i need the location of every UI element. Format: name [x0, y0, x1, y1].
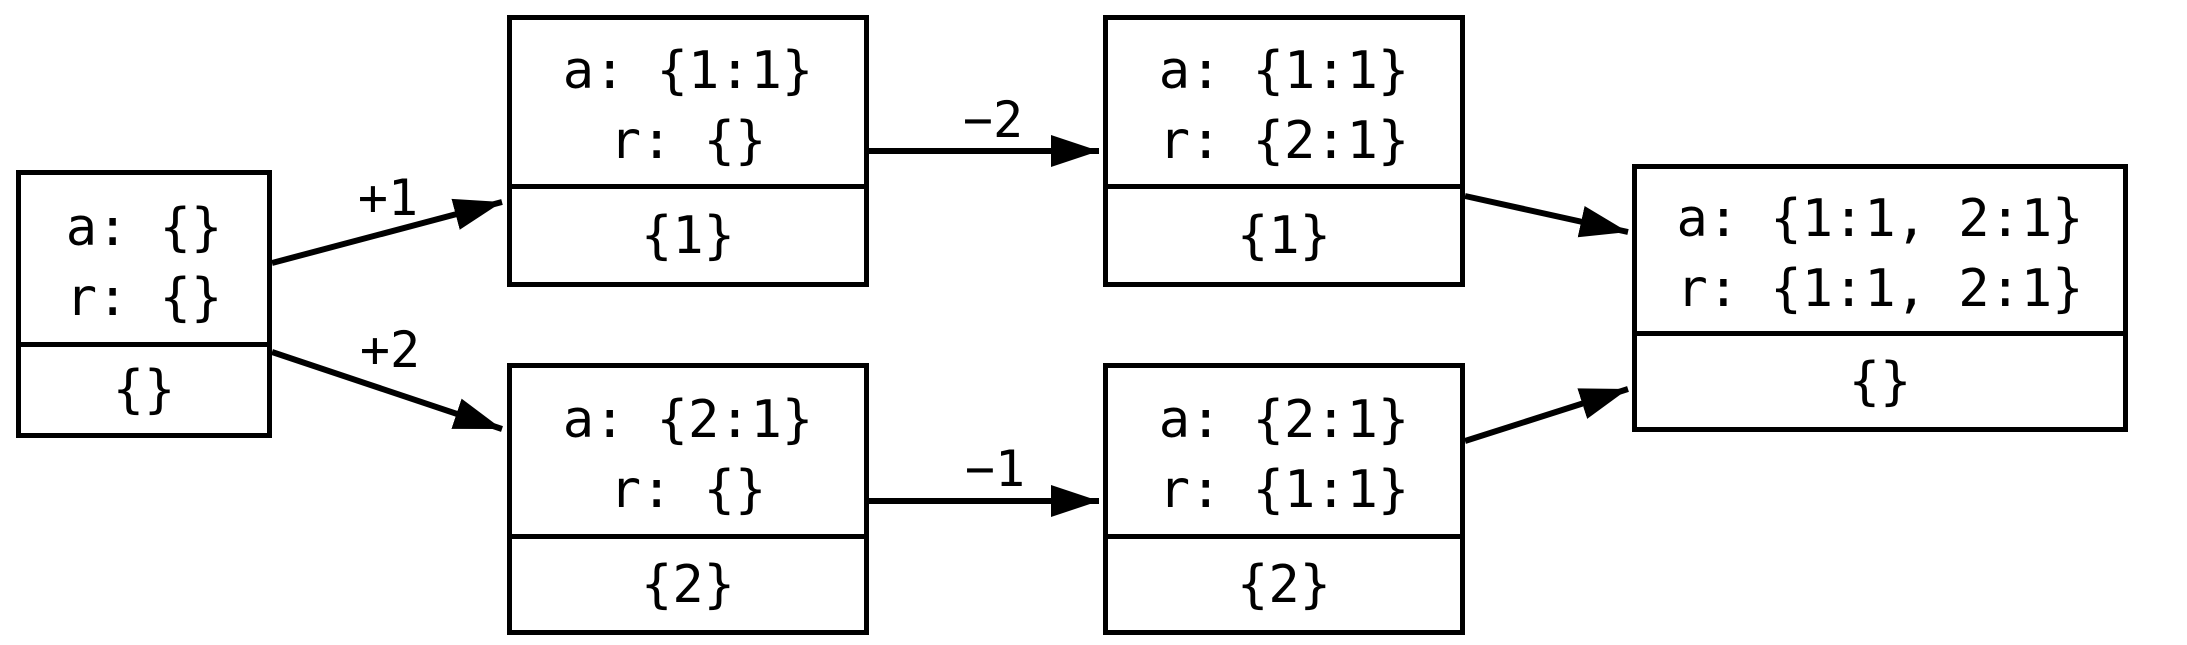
edge-plus1-arrow — [271, 198, 503, 266]
registers-section: a: {1:1} r: {2:1} — [1108, 20, 1460, 184]
edge-label-minus1: −1 — [964, 440, 1026, 498]
register-a-value: a: {1:1} — [562, 41, 814, 101]
token-set-section: {} — [1637, 331, 2123, 427]
registers-section: a: {} r: {} — [21, 175, 267, 342]
token-set-section: {2} — [1108, 534, 1460, 630]
token-set-value: {2} — [641, 554, 735, 615]
registers-section: a: {1:1, 2:1} r: {1:1, 2:1} — [1637, 169, 2123, 331]
register-r-value: r: {} — [65, 267, 223, 328]
token-set-value: {2} — [1237, 554, 1331, 615]
register-a-value: a: {1:1, 2:1} — [1676, 189, 2084, 249]
edge-top-merge-arrow — [1464, 193, 1629, 238]
token-set-value: {} — [112, 360, 176, 420]
token-set-section: {2} — [512, 534, 864, 630]
edge-label-plus1: +1 — [357, 169, 419, 227]
register-r-value: r: {} — [609, 111, 767, 171]
register-a-value: a: {1:1} — [1158, 41, 1410, 101]
state-node-after-plus2: a: {2:1} r: {} {2} — [507, 363, 869, 635]
edge-label-minus2: −2 — [962, 91, 1024, 149]
register-r-value: r: {2:1} — [1158, 111, 1410, 171]
state-node-after-minus2: a: {1:1} r: {2:1} {1} — [1103, 15, 1465, 287]
register-r-value: r: {} — [609, 460, 767, 520]
registers-section: a: {2:1} r: {1:1} — [1108, 368, 1460, 534]
token-set-value: {1} — [641, 205, 735, 266]
state-node-initial: a: {} r: {} {} — [16, 170, 272, 438]
register-a-value: a: {2:1} — [562, 390, 814, 450]
token-set-value: {} — [1848, 351, 1912, 412]
state-node-after-minus1: a: {2:1} r: {1:1} {2} — [1103, 363, 1465, 635]
edge-plus2-arrow — [271, 349, 503, 432]
registers-section: a: {2:1} r: {} — [512, 368, 864, 534]
token-set-section: {1} — [512, 184, 864, 282]
state-node-after-plus1: a: {1:1} r: {} {1} — [507, 15, 869, 287]
registers-section: a: {1:1} r: {} — [512, 20, 864, 184]
register-r-value: r: {1:1, 2:1} — [1676, 259, 2084, 319]
register-a-value: a: {} — [65, 197, 223, 258]
token-set-value: {1} — [1237, 205, 1331, 266]
edge-bottom-merge-arrow — [1464, 386, 1629, 444]
token-set-section: {} — [21, 342, 267, 433]
token-set-section: {1} — [1108, 184, 1460, 282]
register-a-value: a: {2:1} — [1158, 390, 1410, 450]
register-r-value: r: {1:1} — [1158, 460, 1410, 520]
edge-label-plus2: +2 — [359, 321, 421, 379]
state-node-merged-final: a: {1:1, 2:1} r: {1:1, 2:1} {} — [1632, 164, 2128, 432]
